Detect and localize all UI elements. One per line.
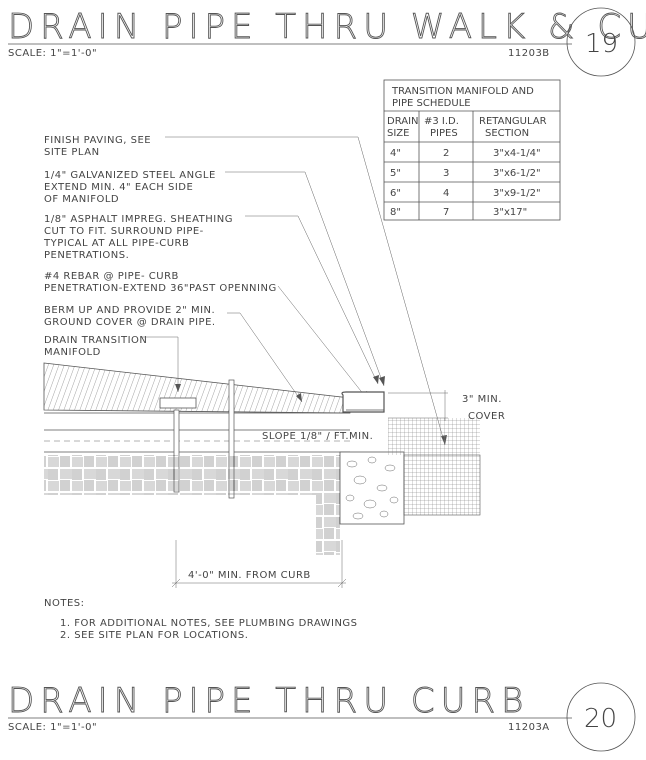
detail-bubble-20 — [566, 682, 636, 752]
callout-steel-angle-2: EXTEND MIN. 4" EACH SIDE — [44, 182, 193, 193]
table-row: 8" 7 3"x17" — [390, 207, 527, 218]
pipe-schedule-table: TRANSITION MANIFOLD AND PIPE SCHEDULE DR… — [383, 79, 561, 221]
schedule-subtitle: PIPE SCHEDULE — [392, 98, 471, 109]
section-detail — [43, 362, 481, 588]
drain-manifold — [159, 397, 197, 409]
note-item: 2. SEE SITE PLAN FOR LOCATIONS. — [60, 630, 248, 641]
soil-brick — [44, 455, 340, 495]
callout-berm: BERM UP AND PROVIDE 2" MIN. — [44, 305, 215, 316]
callout-steel-angle: 1/4" GALVANIZED STEEL ANGLE — [44, 170, 216, 181]
row-section: 3"x6-1/2" — [493, 168, 541, 179]
header-title: DRAIN PIPE THRU WALK & CURB — [8, 7, 646, 47]
soil-grid — [403, 454, 481, 516]
row-size: 4" — [390, 148, 401, 159]
footer-code: 11203A — [508, 722, 550, 733]
detail-bubble-19 — [566, 7, 636, 77]
footer-scale: SCALE: 1"=1'-0" — [8, 722, 97, 733]
paving-slab — [43, 362, 351, 414]
row-section: 3"x9-1/2" — [493, 188, 541, 199]
table-row: 6" 4 3"x9-1/2" — [390, 188, 541, 199]
callout-berm-2: GROUND COVER @ DRAIN PIPE. — [44, 317, 216, 328]
callout-steel-angle-3: OF MANIFOLD — [44, 194, 119, 205]
callout-finish-paving: FINISH PAVING, SEE — [44, 135, 151, 146]
notes: NOTES: 1. FOR ADDITIONAL NOTES, SEE PLUM… — [44, 598, 358, 641]
row-size: 8" — [390, 207, 401, 218]
row-section: 3"x17" — [493, 207, 527, 218]
row-size: 6" — [390, 188, 401, 199]
callout-cover-2: COVER — [468, 411, 505, 422]
gravel-zone — [339, 451, 405, 525]
col-pipes-header: #3 I.D. — [424, 116, 459, 127]
col-pipes-header-2: PIPES — [430, 128, 458, 139]
callout-sheathing: 1/8" ASPHALT IMPREG. SHEATHING — [44, 214, 233, 225]
callout-sheathing-3: TYPICAL AT ALL PIPE-CURB — [43, 238, 189, 249]
header-code: 11203B — [508, 48, 550, 59]
callout-manifold: DRAIN TRANSITION — [44, 335, 147, 346]
callout-rebar-2: PENETRATION-EXTEND 36"PAST OPENNING — [44, 283, 277, 294]
dimension-label: 4'-0" MIN. FROM CURB — [188, 570, 311, 581]
col-section-header-2: SECTION — [485, 128, 529, 139]
table-row: 5" 3 3"x6-1/2" — [390, 168, 541, 179]
callout-sheathing-4: PENETRATIONS. — [44, 250, 129, 261]
detail-number-20: 20 — [584, 704, 617, 734]
callout-rebar: #4 REBAR @ PIPE- CURB — [44, 271, 179, 282]
note-item: 1. FOR ADDITIONAL NOTES, SEE PLUMBING DR… — [60, 618, 358, 629]
callout-manifold-2: MANIFOLD — [44, 347, 101, 358]
detail-number-19: 19 — [585, 29, 618, 59]
callout-sheathing-2: CUT TO FIT. SURROUND PIPE- — [44, 226, 204, 237]
footer-title: DRAIN PIPE THRU CURB — [8, 681, 529, 721]
notes-heading: NOTES: — [44, 598, 85, 609]
schedule-title: TRANSITION MANIFOLD AND — [391, 86, 534, 97]
footer: DRAIN PIPE THRU CURB SCALE: 1"=1'-0" 112… — [8, 681, 636, 752]
header: DRAIN PIPE THRU WALK & CURB SCALE: 1"=1'… — [8, 7, 646, 77]
row-section: 3"x4-1/4" — [493, 148, 541, 159]
row-pipes: 4 — [443, 188, 449, 199]
callouts: FINISH PAVING, SEE SITE PLAN 1/4" GALVAN… — [43, 135, 505, 581]
col-drain-header: DRAIN — [387, 116, 419, 127]
steel-angle — [341, 391, 385, 413]
row-pipes: 3 — [443, 168, 449, 179]
col-section-header: RETANGULAR — [479, 116, 547, 127]
row-pipes: 7 — [443, 207, 449, 218]
col-drain-header-2: SIZE — [387, 128, 409, 139]
row-size: 5" — [390, 168, 401, 179]
callout-finish-paving-2: SITE PLAN — [44, 147, 100, 158]
row-pipes: 2 — [443, 148, 449, 159]
slope-label: SLOPE 1/8" / FT.MIN. — [262, 431, 373, 442]
table-row: 4" 2 3"x4-1/4" — [390, 148, 541, 159]
header-scale: SCALE: 1"=1'-0" — [8, 48, 97, 59]
callout-cover: 3" MIN. — [462, 394, 502, 405]
